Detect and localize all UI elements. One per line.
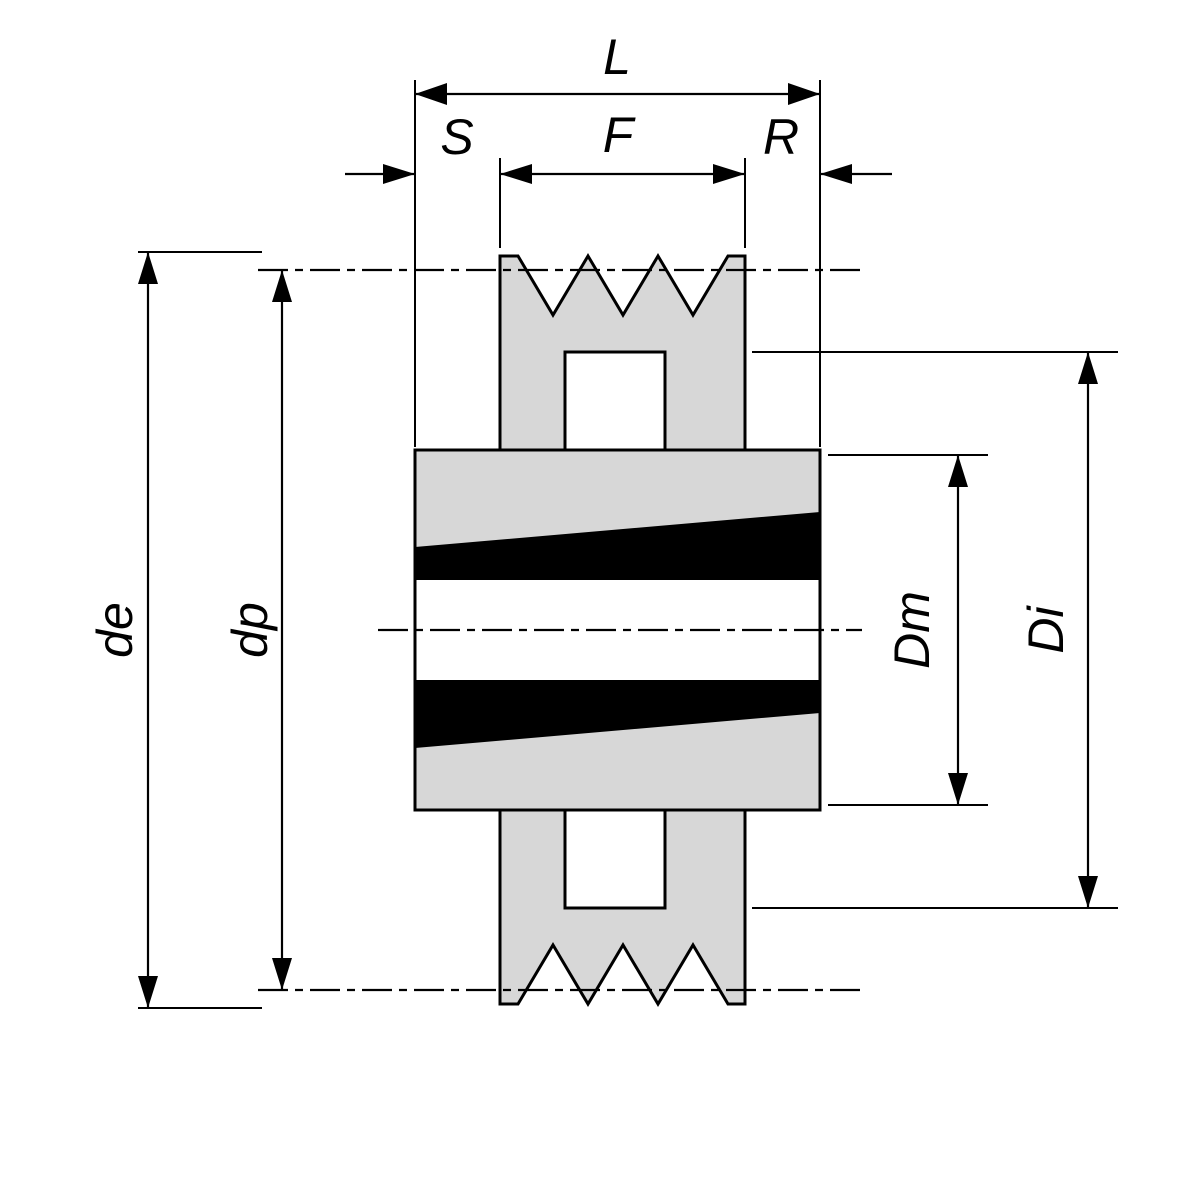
arrowhead-left	[415, 83, 447, 105]
arrowhead-R	[820, 164, 852, 184]
rim-top-section	[498, 253, 747, 452]
arrowhead-S	[383, 164, 415, 184]
dimension-SFR: S F R	[345, 107, 892, 248]
rim-bottom-section	[498, 808, 747, 1007]
dimension-label-Dm: Dm	[884, 591, 940, 669]
dimension-dp: dp	[222, 270, 292, 990]
arrowhead-bottom	[272, 958, 292, 990]
arrowhead-F-right	[713, 164, 745, 184]
dimension-label-dp: dp	[222, 602, 278, 658]
arrowhead-top	[1078, 352, 1098, 384]
arrowhead-top	[138, 252, 158, 284]
arrowhead-top	[948, 455, 968, 487]
arrowhead-bottom	[1078, 876, 1098, 908]
dimension-label-de: de	[87, 602, 143, 658]
dimension-Di: Di	[752, 351, 1118, 909]
taper-bush-lower-wedge	[415, 680, 820, 748]
dimension-label-Di: Di	[1018, 605, 1074, 654]
arrowhead-right	[788, 83, 820, 105]
dimension-label-L: L	[603, 29, 631, 85]
dimension-label-S: S	[440, 109, 473, 165]
arrowhead-bottom	[138, 976, 158, 1008]
arrowhead-top	[272, 270, 292, 302]
taper-bush-upper-wedge	[415, 512, 820, 580]
centerlines	[258, 268, 862, 992]
dimension-Dm: Dm	[828, 454, 988, 806]
dimension-label-F: F	[603, 107, 636, 163]
arrowhead-bottom	[948, 773, 968, 805]
dimension-L: L	[414, 29, 821, 447]
dimension-label-R: R	[763, 109, 799, 165]
dimension-de: de	[87, 251, 262, 1009]
arrowhead-F-left	[500, 164, 532, 184]
